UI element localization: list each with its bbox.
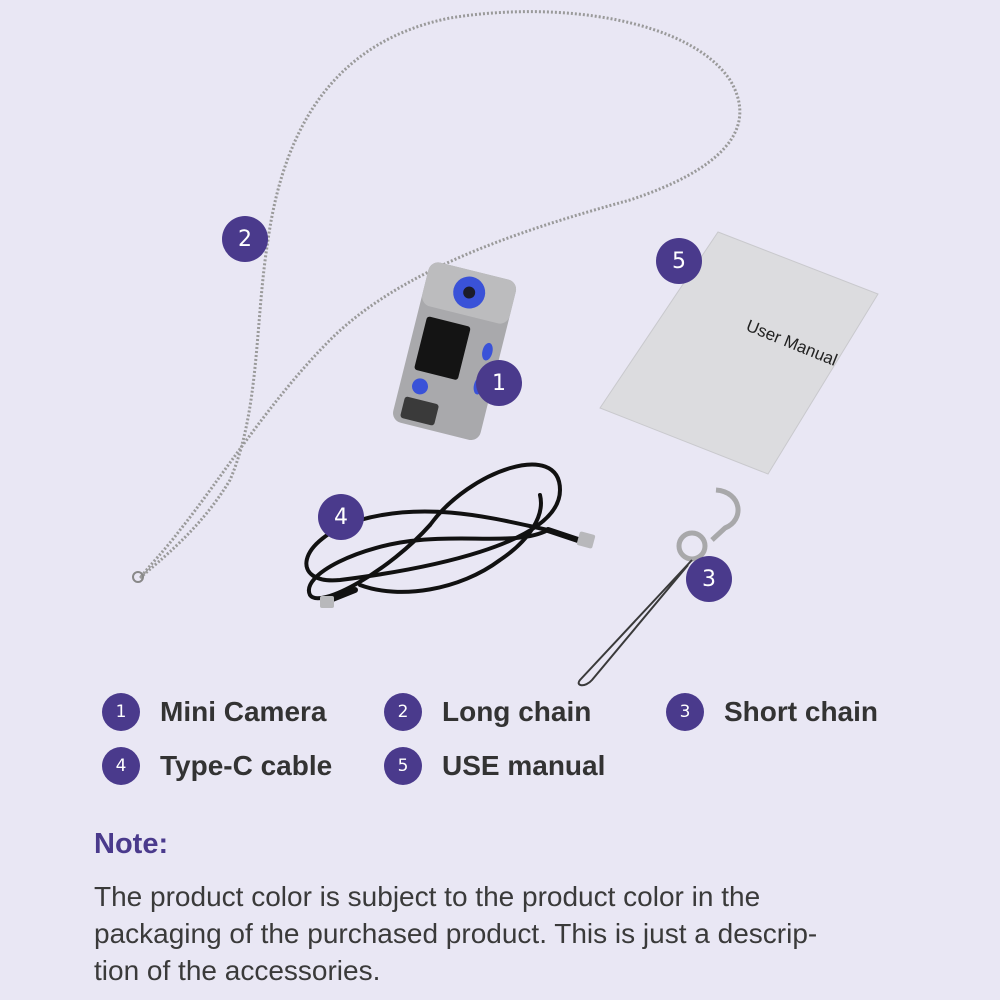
usb-connector-icon: [320, 596, 334, 608]
badge-type-c-cable: 4: [318, 494, 364, 540]
legend-number: 3: [666, 693, 704, 731]
legend-label: Type-C cable: [160, 750, 333, 781]
legend-number: 4: [102, 747, 140, 785]
long-chain: [132, 10, 742, 583]
legend-label: Long chain: [442, 696, 592, 727]
legend-item-long-chain: 2 Long chain: [384, 692, 591, 732]
legend-number: 2: [384, 693, 422, 731]
mini-camera: [393, 262, 517, 441]
badge-user-manual: 5: [656, 238, 702, 284]
legend-item-use-manual: 5 USE manual: [384, 746, 605, 786]
legend-item-mini-camera: 1 Mini Camera: [102, 692, 327, 732]
user-manual-booklet: User Manual: [599, 231, 879, 475]
badge-long-chain: 2: [222, 216, 268, 262]
legend-label: Mini Camera: [160, 696, 327, 727]
legend-number: 1: [102, 693, 140, 731]
short-chain: [577, 487, 741, 687]
badge-mini-camera: 1: [476, 360, 522, 406]
camera-screen: [414, 316, 471, 380]
type-c-cable: [304, 462, 581, 603]
note-title: Note:: [94, 828, 169, 860]
keyring-clip-icon: [710, 487, 741, 542]
legend-label: Short chain: [724, 696, 879, 727]
legend-label: USE manual: [442, 750, 606, 781]
chain-clasp-icon: [132, 571, 144, 583]
badge-short-chain: 3: [686, 556, 732, 602]
usb-c-connector-icon: [576, 531, 596, 549]
legend-item-type-c-cable: 4 Type-C cable: [102, 746, 332, 786]
note-body: The product color is subject to the prod…: [94, 881, 818, 986]
legend-item-short-chain: 3 Short chain: [666, 692, 878, 732]
legend-number: 5: [384, 747, 422, 785]
